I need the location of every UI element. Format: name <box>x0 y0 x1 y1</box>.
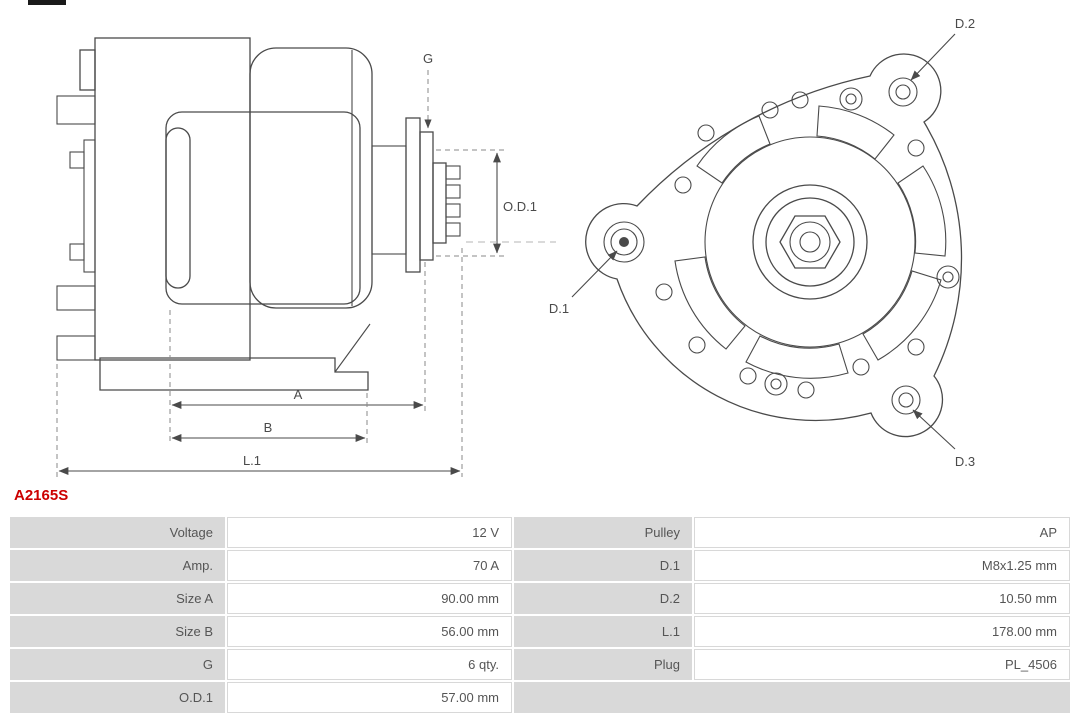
spec-label-cell: O.D.1 <box>10 682 225 713</box>
spec-label-cell: D.2 <box>514 583 692 614</box>
dim-label-od1: O.D.1 <box>503 199 537 214</box>
spec-label-cell-empty <box>514 682 1070 713</box>
dim-label-l1: L.1 <box>243 453 261 468</box>
spec-row: G 6 qty. Plug PL_4506 <box>10 649 1070 680</box>
threaded-studs <box>56 95 96 361</box>
dim-label-d1: D.1 <box>549 301 569 316</box>
dim-label-d2: D.2 <box>955 16 975 31</box>
spec-row: Size B 56.00 mm L.1 178.00 mm <box>10 616 1070 647</box>
spec-value-cell: 70 A <box>227 550 512 581</box>
spec-value-cell: AP <box>694 517 1070 548</box>
spec-label-cell: Plug <box>514 649 692 680</box>
spec-label-cell: D.1 <box>514 550 692 581</box>
side-view-drawing: G O.D.1 A B L.1 <box>56 37 556 477</box>
spec-value-cell: 6 qty. <box>227 649 512 680</box>
pulley-nut <box>704 136 916 348</box>
spec-label-cell: Amp. <box>10 550 225 581</box>
dim-label-d3: D.3 <box>955 454 975 469</box>
spec-label-cell: G <box>10 649 225 680</box>
spec-value-cell: 56.00 mm <box>227 616 512 647</box>
part-number[interactable]: A2165S <box>14 487 69 504</box>
mounting-holes <box>603 77 921 415</box>
through-bolts <box>764 87 960 396</box>
spec-label-cell: Size B <box>10 616 225 647</box>
technical-drawing: G O.D.1 A B L.1 <box>56 16 975 477</box>
dim-label-b: B <box>264 420 273 435</box>
dim-label-a: A <box>294 387 303 402</box>
spec-label-cell: Size A <box>10 583 225 614</box>
dim-label-g: G <box>423 51 433 66</box>
spec-value-cell: 12 V <box>227 517 512 548</box>
spec-value-cell: 10.50 mm <box>694 583 1070 614</box>
spec-value-cell: 178.00 mm <box>694 616 1070 647</box>
spec-row: Amp. 70 A D.1 M8x1.25 mm <box>10 550 1070 581</box>
pulley <box>371 117 461 273</box>
spec-table: Voltage 12 V Pulley AP Amp. 70 A D.1 M8x… <box>10 517 1070 713</box>
alternator-drawing-svg: G O.D.1 A B L.1 <box>56 16 975 477</box>
top-edge-artifact <box>28 0 66 5</box>
spec-label-cell: Voltage <box>10 517 225 548</box>
spec-row: Size A 90.00 mm D.2 10.50 mm <box>10 583 1070 614</box>
vent-holes <box>655 91 925 399</box>
spec-row: Voltage 12 V Pulley AP <box>10 517 1070 548</box>
vent-slots <box>674 105 947 379</box>
spec-value-cell: PL_4506 <box>694 649 1070 680</box>
spec-value-cell: 57.00 mm <box>227 682 512 713</box>
spec-value-cell: 90.00 mm <box>227 583 512 614</box>
spec-label-cell: Pulley <box>514 517 692 548</box>
spec-value-cell: M8x1.25 mm <box>694 550 1070 581</box>
rear-view-drawing: D.2 D.1 D.3 <box>549 16 975 469</box>
spec-label-cell: L.1 <box>514 616 692 647</box>
spec-row: O.D.1 57.00 mm <box>10 682 1070 713</box>
